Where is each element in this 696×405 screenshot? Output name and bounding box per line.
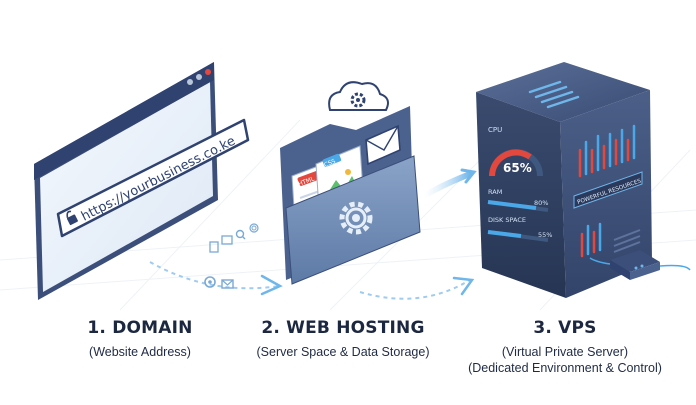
email-envelope-icon — [365, 124, 401, 166]
hosting-folder: HTML CSS — [280, 106, 421, 285]
hosting-to-vps-arrow-upper — [421, 168, 477, 199]
css-tag-text: CSS — [323, 158, 337, 169]
gear-icon — [204, 276, 216, 288]
server-side-vents — [613, 229, 641, 253]
window-control-gray-2 — [187, 79, 193, 85]
domain-connector — [149, 223, 283, 296]
cloud-gear-icon — [328, 81, 389, 111]
side-panel-lower-bars — [580, 222, 602, 258]
cpu-label: CPU — [488, 126, 502, 134]
settings-gear-icon — [339, 201, 373, 235]
hosting-to-vps-arrow-lower — [359, 276, 475, 300]
vps-subtitle-line2: (Dedicated Environment & Control) — [468, 361, 662, 375]
document-icon — [209, 241, 219, 253]
side-panel-bars — [578, 124, 636, 178]
cpu-value: 65% — [503, 161, 532, 175]
domain-label-block: 1. DOMAIN (Website Address) — [40, 318, 240, 360]
fingerprint-icon — [249, 223, 259, 233]
vps-label-block: 3. VPS (Virtual Private Server) (Dedicat… — [440, 318, 690, 376]
hosting-title: 2. WEB HOSTING — [261, 318, 425, 338]
search-icon — [235, 229, 246, 240]
domain-subtitle: (Website Address) — [89, 345, 191, 359]
vps-server: CPU 65% RAM 80% DISK SPACE 55% — [476, 62, 652, 298]
ram-label: RAM — [488, 188, 502, 196]
vps-subtitle: (Virtual Private Server) (Dedicated Envi… — [440, 344, 690, 376]
disk-meter: DISK SPACE 55% — [487, 216, 552, 242]
browser-titlebar — [34, 62, 214, 180]
vps-subtitle-line1: (Virtual Private Server) — [501, 345, 629, 359]
server-front — [476, 92, 566, 298]
image-icon — [221, 235, 233, 245]
hosting-label-block: 2. WEB HOSTING (Server Space & Data Stor… — [238, 318, 448, 360]
window-control-gray — [196, 74, 202, 80]
window-control-red — [205, 69, 211, 75]
domain-title: 1. DOMAIN — [87, 318, 193, 338]
cpu-gauge: CPU 65% — [488, 126, 543, 177]
network-switch-icon — [589, 250, 691, 280]
vps-title: 3. VPS — [533, 318, 597, 338]
disk-label: DISK SPACE — [488, 216, 526, 224]
ram-value: 80% — [534, 199, 548, 207]
mail-icon — [221, 279, 234, 289]
hosting-subtitle: (Server Space & Data Storage) — [256, 345, 430, 359]
server-top-vents — [528, 80, 580, 109]
disk-value: 55% — [538, 231, 552, 239]
server-top — [476, 62, 650, 122]
ram-meter: RAM 80% — [487, 188, 548, 212]
lock-icon — [66, 210, 78, 226]
